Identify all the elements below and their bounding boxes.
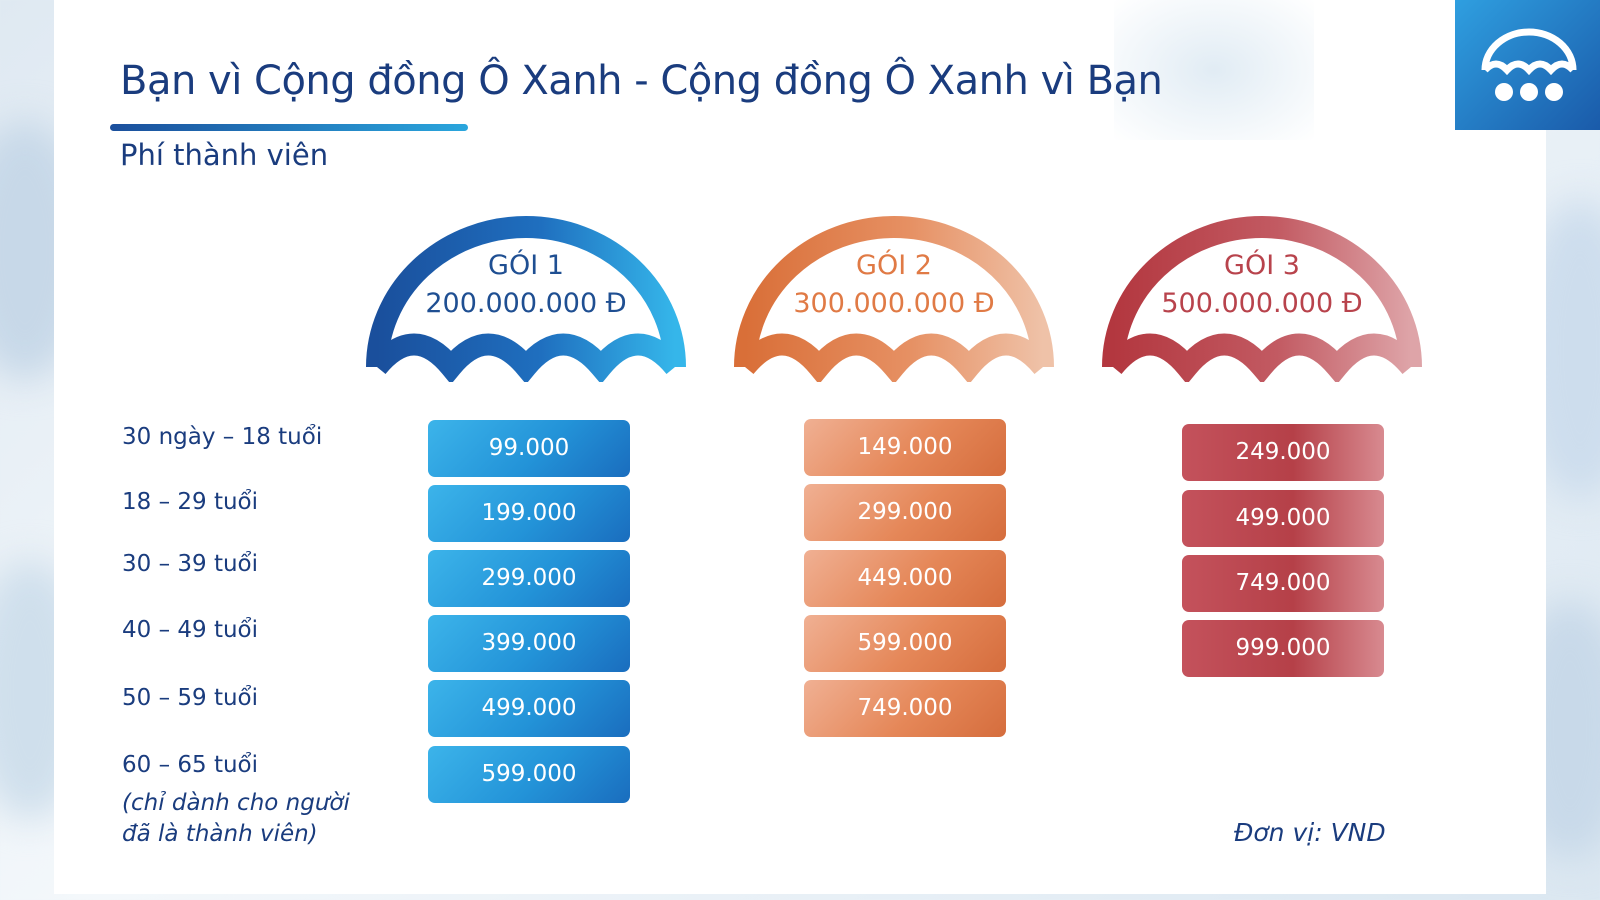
logo [1455,0,1600,130]
price-cell: 399.000 [428,615,630,672]
slide: Bạn vì Cộng đồng Ô Xanh - Cộng đồng Ô Xa… [54,0,1600,894]
price-cell: 499.000 [428,680,630,737]
price-cell: 599.000 [428,746,630,803]
plan-card-1: GÓI 1 200.000.000 Đ [365,212,687,382]
price-cell: 749.000 [1182,555,1384,612]
price-cell: 449.000 [804,550,1006,607]
age-group-label: 30 – 39 tuổi [122,551,259,577]
plan-amount: 200.000.000 Đ [425,288,627,319]
price-cell: 299.000 [804,484,1006,541]
price-cell: 249.000 [1182,424,1384,481]
price-cell: 199.000 [428,485,630,542]
price-cell: 99.000 [428,420,630,477]
price-cell: 999.000 [1182,620,1384,677]
background-glow [1114,0,1314,140]
age-group-note: (chỉ dành cho người đã là thành viên) [122,790,350,847]
plan-name: GÓI 2 [856,250,932,281]
title-underline [110,124,468,131]
age-group-label: 50 – 59 tuổi [122,685,259,711]
umbrella-icon [366,216,686,382]
age-group-label: 30 ngày – 18 tuổi [122,424,323,450]
price-cell: 299.000 [428,550,630,607]
price-cell: 499.000 [1182,490,1384,547]
umbrella-icon [1102,216,1422,382]
plan-name: GÓI 1 [488,250,564,281]
slide-subtitle: Phí thành viên [120,138,329,172]
price-cell: 599.000 [804,615,1006,672]
plan-amount: 300.000.000 Đ [793,288,995,319]
plan-amount: 500.000.000 Đ [1161,288,1363,319]
plan-card-2: GÓI 2 300.000.000 Đ [733,212,1055,382]
slide-title: Bạn vì Cộng đồng Ô Xanh - Cộng đồng Ô Xa… [120,58,1163,104]
price-cell: 149.000 [804,419,1006,476]
age-group-label: 18 – 29 tuổi [122,489,259,515]
plan-name: GÓI 3 [1224,250,1300,281]
age-group-label: 60 – 65 tuổi [122,752,259,778]
umbrella-logo-icon [1481,28,1577,101]
age-group-label: 40 – 49 tuổi [122,617,259,643]
currency-unit-note: Đơn vị: VND [1234,818,1386,847]
umbrella-icon [734,216,1054,382]
price-cell: 749.000 [804,680,1006,737]
plan-card-3: GÓI 3 500.000.000 Đ [1101,212,1423,382]
